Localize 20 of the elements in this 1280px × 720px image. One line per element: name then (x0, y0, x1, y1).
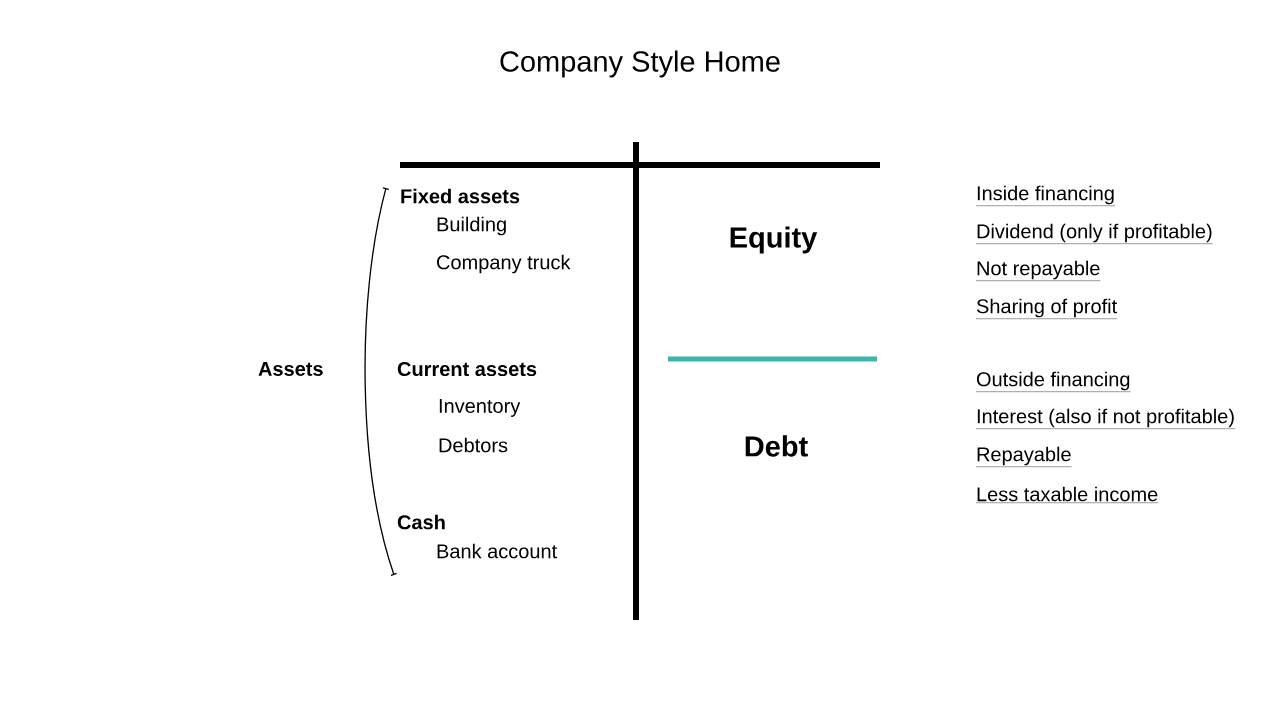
category-heading: Cash (397, 514, 445, 530)
list-item: Bank account (437, 543, 557, 559)
group-label: Assets (258, 362, 323, 376)
category-heading: Current assets (397, 361, 537, 377)
underlined-note: Sharing of profit (975, 298, 1118, 319)
list-item: Debtors (439, 437, 508, 453)
list-item: Inventory (439, 399, 521, 417)
underlined-note: Repayable (975, 446, 1072, 467)
underlined-note: Inside financing (975, 185, 1116, 206)
section-label: Equity (730, 226, 818, 254)
list-item: Company truck (437, 254, 571, 274)
title: Company Style Home (500, 50, 780, 78)
underlined-note: Outside financing (975, 371, 1131, 392)
category-heading: Fixed assets (401, 188, 520, 204)
underlined-note: Interest (also if not profitable) (975, 408, 1236, 429)
underlined-note: Dividend (only if profitable) (975, 223, 1213, 244)
underlined-note: Not repayable (975, 260, 1101, 281)
list-item: Building (437, 216, 506, 236)
section-label: Debt (745, 435, 808, 457)
underlined-note: Less taxable income (975, 486, 1159, 503)
